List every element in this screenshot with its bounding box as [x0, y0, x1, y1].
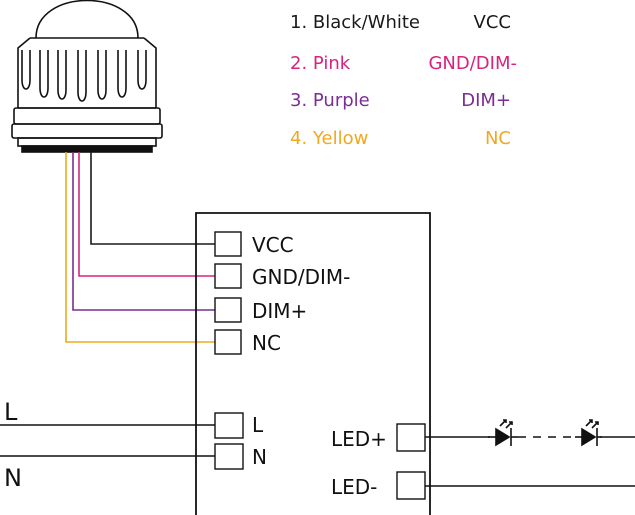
label-l: L — [252, 413, 264, 437]
label-led-minus: LED- — [331, 475, 377, 499]
mains-input: L N — [0, 398, 215, 492]
terminal-gnd-dim — [214, 263, 242, 289]
yellow-wire — [65, 152, 215, 343]
legend-purple-signal: DIM+ — [461, 90, 511, 111]
sensor-icon — [11, 0, 163, 153]
terminal-led-minus — [396, 471, 426, 500]
legend-black-name: 1. Black/White — [290, 12, 420, 33]
label-n: N — [252, 445, 267, 469]
label-led-plus: LED+ — [331, 427, 387, 451]
legend-pink-signal: GND/DIM- — [428, 53, 517, 74]
terminal-l — [214, 412, 244, 439]
terminal-led-plus — [396, 423, 426, 452]
terminal-vcc — [214, 231, 242, 257]
led-icon — [575, 419, 602, 447]
mains-l-label: L — [4, 398, 18, 426]
legend-purple-name: 3. Purple — [290, 90, 370, 111]
legend-yellow-signal: NC — [485, 128, 511, 149]
label-vcc: VCC — [252, 233, 294, 257]
purple-wire — [72, 152, 215, 311]
terminal-n — [214, 443, 244, 470]
led-icon — [488, 419, 518, 447]
legend-yellow-name: 4. Yellow — [290, 128, 368, 149]
terminal-nc — [214, 329, 242, 355]
label-nc: NC — [252, 331, 281, 355]
legend-pink-name: 2. Pink — [290, 53, 351, 74]
legend-black-signal: VCC — [474, 12, 511, 33]
sensor-wires — [65, 152, 215, 343]
label-dim-plus: DIM+ — [252, 299, 307, 323]
terminal-dim-plus — [214, 297, 242, 323]
mains-n-label: N — [4, 464, 22, 492]
label-gnd-dim: GND/DIM- — [252, 265, 350, 289]
black-wire — [90, 152, 215, 245]
led-output — [425, 436, 635, 487]
pink-wire — [78, 152, 215, 277]
wire-legend: 1. Black/White VCC 2. Pink GND/DIM- 3. P… — [290, 12, 517, 149]
driver-box — [195, 212, 431, 515]
